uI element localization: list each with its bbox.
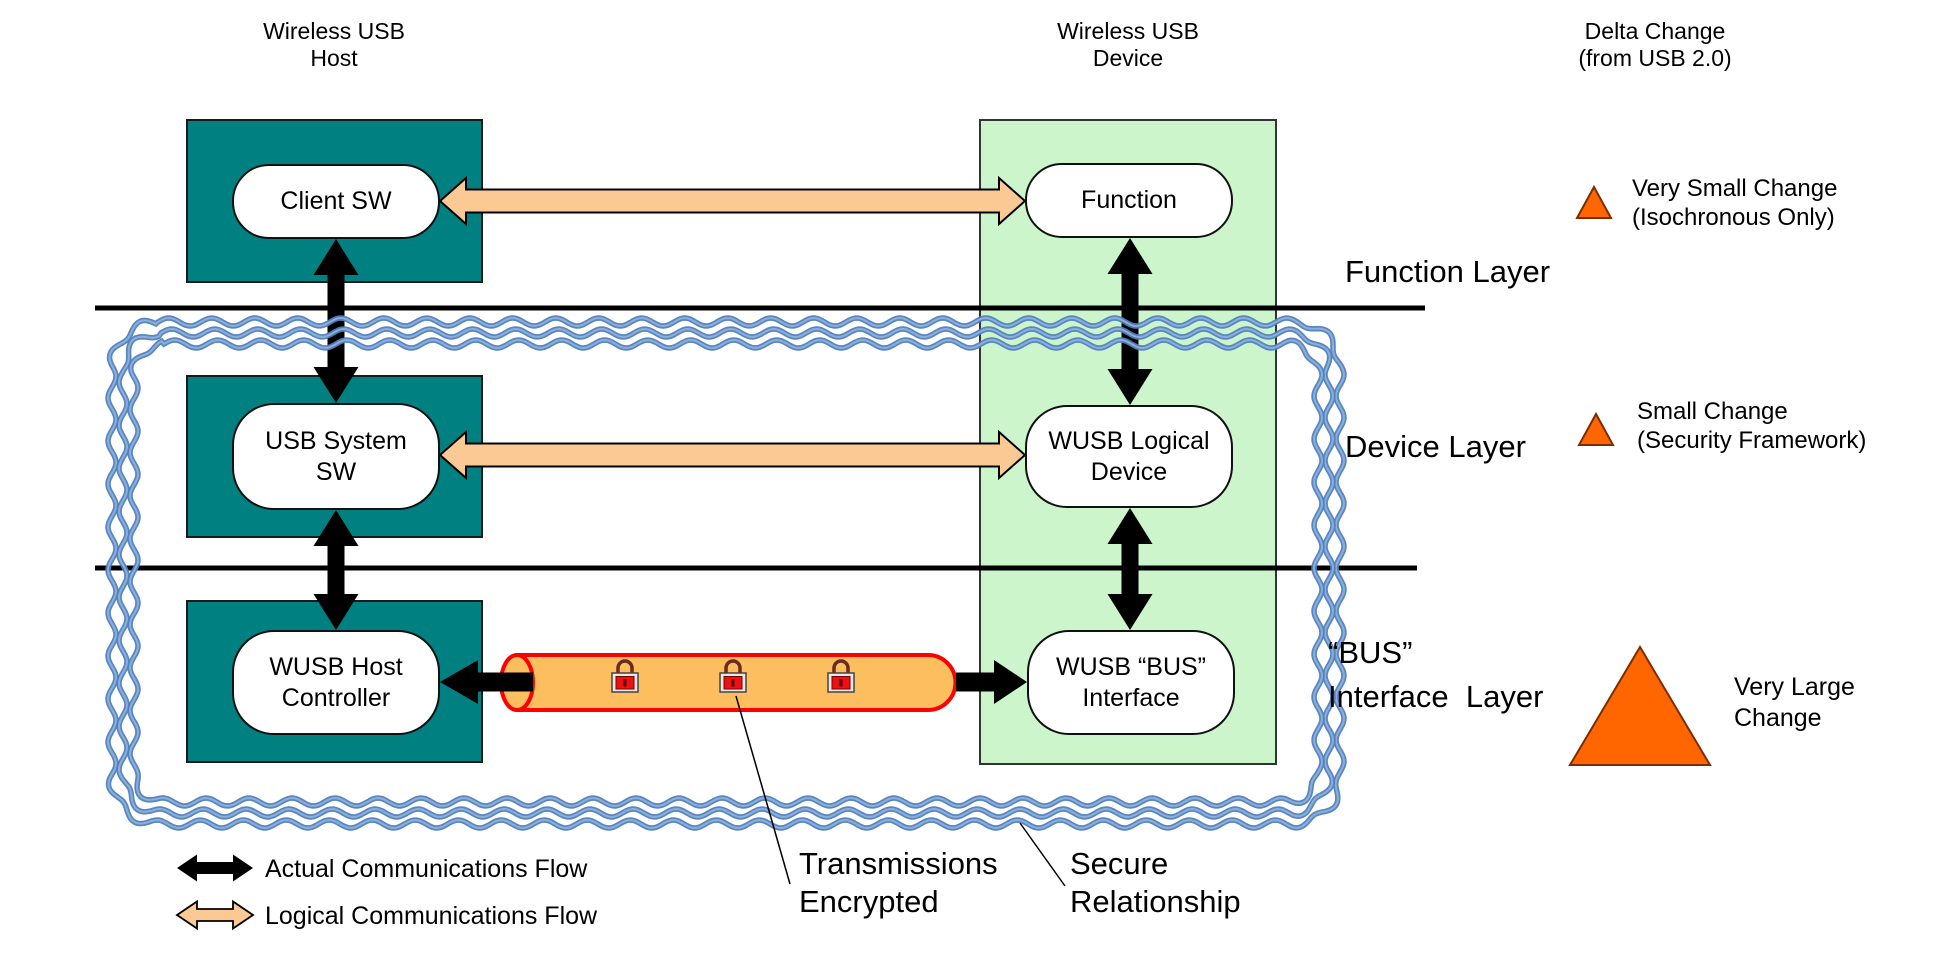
padlock-icon-2 — [719, 659, 747, 693]
logical-flow-legend-label: Logical Communications Flow — [265, 902, 598, 930]
delta-very-large-change-label: Very Large Change — [1734, 673, 1855, 732]
node-usb-system-sw-label: USB System SW — [265, 426, 407, 486]
very-small-change-triangle-icon — [1575, 184, 1613, 219]
delta-small-change-label: Small Change (Security Framework) — [1637, 398, 1867, 454]
device-title: Wireless USB Device — [1057, 18, 1199, 71]
logical-flow-legend-icon — [175, 899, 255, 931]
secure-relationship-border-wave-core-1 — [106, 316, 1346, 830]
padlock-icon-3 — [827, 659, 855, 693]
node-wusb-bus-interface: WUSB “BUS” Interface — [1027, 630, 1235, 735]
tunnel-to-device-arrow — [956, 660, 1027, 704]
actual-flow-arrow-4 — [1107, 508, 1153, 630]
secure-relationship-border-wave-1 — [105, 315, 1347, 831]
actual-flow-arrow-2 — [313, 510, 359, 630]
secure-relationship-label: Secure Relationship — [1070, 846, 1241, 919]
function-layer-label: Function Layer — [1345, 254, 1551, 289]
node-usb-system-sw: USB System SW — [232, 403, 440, 510]
device-layer-label: Device Layer — [1345, 429, 1526, 464]
node-wusb-logical-device: WUSB Logical Device — [1025, 405, 1233, 508]
node-client-sw: Client SW — [232, 164, 440, 239]
secure-relationship-border-wave-core-2 — [117, 327, 1335, 819]
secure-callout-line — [1019, 822, 1066, 887]
node-function: Function — [1025, 163, 1233, 238]
node-wusb-host-controller: WUSB Host Controller — [232, 630, 440, 735]
bus-layer-label: “BUS” Interface Layer — [1328, 635, 1544, 714]
transmissions-encrypted-label: Transmissions Encrypted — [799, 846, 998, 919]
tunnel-to-host-arrow — [440, 660, 533, 704]
host-title: Wireless USB Host — [263, 18, 405, 71]
transmissions-callout-line — [735, 695, 791, 885]
padlock-icon-1 — [611, 659, 639, 693]
actual-flow-legend-label: Actual Communications Flow — [265, 855, 588, 883]
node-wusb-logical-device-label: WUSB Logical Device — [1048, 426, 1210, 486]
node-client-sw-label: Client SW — [280, 187, 392, 215]
delta-very-small-change-label: Very Small Change (Isochronous Only) — [1632, 175, 1838, 231]
logical-flow-arrow-1 — [438, 175, 1027, 227]
node-wusb-host-controller-label: WUSB Host Controller — [269, 652, 403, 712]
secure-relationship-border-wave-core-3 — [128, 338, 1324, 808]
actual-flow-legend-icon — [177, 854, 253, 882]
very-large-change-triangle-icon — [1568, 645, 1712, 766]
delta-title: Delta Change (from USB 2.0) — [1578, 18, 1732, 71]
node-wusb-bus-interface-label: WUSB “BUS” Interface — [1056, 652, 1206, 712]
small-change-triangle-icon — [1577, 411, 1615, 446]
logical-flow-arrow-2 — [438, 429, 1027, 481]
node-function-label: Function — [1081, 186, 1177, 214]
